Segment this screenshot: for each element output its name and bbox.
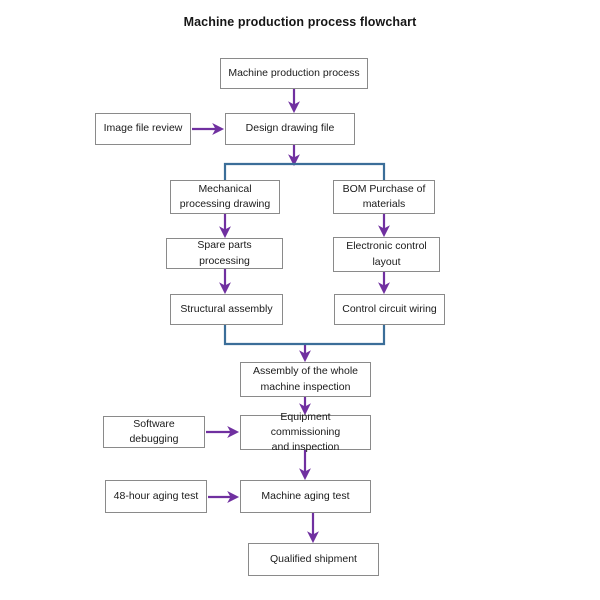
page-title: Machine production process flowchart	[183, 15, 417, 29]
node-label: Software debugging	[129, 417, 179, 445]
node-label: Spare parts processing	[197, 239, 252, 267]
node-software-debugging[interactable]: Software debugging	[103, 416, 205, 448]
node-48-hour-aging-test[interactable]: 48-hour aging test	[105, 480, 207, 513]
node-label: Structural assembly	[180, 302, 273, 315]
node-label: 48-hour aging test	[113, 489, 199, 502]
node-label: Control circuit wiring	[342, 302, 437, 315]
node-structural-assembly[interactable]: Structural assembly	[170, 294, 283, 325]
node-spare-parts-processing[interactable]: Spare parts processing	[166, 238, 283, 269]
node-label: Image file review	[103, 122, 183, 135]
node-control-circuit-wiring[interactable]: Control circuit wiring	[334, 294, 445, 325]
node-label: Qualified shipment	[270, 552, 357, 565]
node-image-file-review[interactable]: Image file review	[95, 113, 191, 145]
node-label: Design drawing file	[245, 122, 335, 135]
node-machine-production-process[interactable]: Machine production process	[220, 58, 368, 89]
node-qualified-shipment[interactable]: Qualified shipment	[248, 543, 379, 576]
node-label: Machine production process	[228, 66, 360, 79]
node-label: Machine aging test	[261, 489, 350, 502]
node-design-drawing-file[interactable]: Design drawing file	[225, 113, 355, 145]
node-machine-aging-test[interactable]: Machine aging test	[240, 480, 371, 513]
